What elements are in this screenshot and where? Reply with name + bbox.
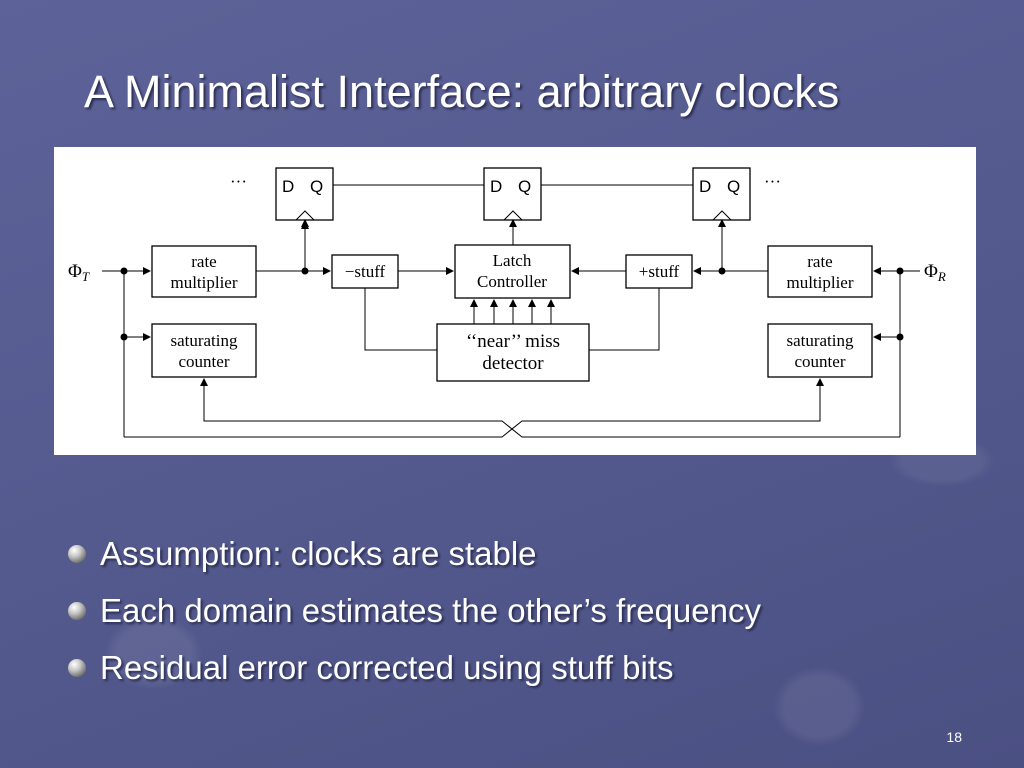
- left-saturating-counter-line1: saturating: [170, 331, 238, 350]
- bullet-text: Residual error corrected using stuff bit…: [100, 648, 674, 686]
- flip-flop-left-q: Q: [310, 177, 323, 196]
- right-rate-multiplier: [767, 245, 873, 298]
- flip-flop-middle-d: D: [490, 177, 502, 196]
- latch-controller-line2: Controller: [477, 272, 547, 291]
- ellipsis-right: ···: [764, 172, 781, 191]
- latch-controller-line1: Latch: [493, 251, 532, 270]
- latch-controller: [454, 244, 571, 299]
- bullet-text: Each domain estimates the other’s freque…: [100, 591, 761, 629]
- sphere-bullet-icon: [68, 544, 86, 563]
- sphere-bullet-icon: [68, 601, 86, 620]
- plus-stuff-label: +stuff: [639, 262, 680, 281]
- bullet-item: Assumption: clocks are stable: [68, 525, 761, 582]
- bullet-list: Assumption: clocks are stable Each domai…: [68, 525, 761, 696]
- left-rate-multiplier-line1: rate: [191, 252, 216, 271]
- right-rate-multiplier-line1: rate: [807, 252, 832, 271]
- left-saturating-counter: [151, 323, 257, 378]
- phi-t-label: ΦT: [68, 261, 90, 284]
- flip-flop-left: D Q: [275, 167, 334, 221]
- bullet-item: Each domain estimates the other’s freque…: [68, 582, 761, 639]
- slide-number: 18: [946, 729, 962, 745]
- ellipsis-left: ···: [230, 172, 247, 191]
- right-saturating-counter-line2: counter: [795, 352, 846, 371]
- flip-flop-middle-q: Q: [518, 177, 531, 196]
- right-rate-multiplier-line2: multiplier: [786, 273, 853, 292]
- bullet-item: Residual error corrected using stuff bit…: [68, 639, 761, 696]
- slide-title: A Minimalist Interface: arbitrary clocks: [84, 66, 840, 117]
- bullet-text: Assumption: clocks are stable: [100, 534, 537, 572]
- right-saturating-counter: [767, 323, 873, 378]
- near-miss-detector-line2: detector: [482, 353, 544, 374]
- left-saturating-counter-line2: counter: [179, 352, 230, 371]
- phi-r-label: ΦR: [924, 261, 946, 284]
- flip-flop-left-d: D: [282, 177, 294, 196]
- minus-stuff-label: −stuff: [345, 262, 386, 281]
- flip-flop-right: D Q: [692, 167, 751, 221]
- right-saturating-counter-line1: saturating: [786, 331, 854, 350]
- minus-stuff-block: [331, 254, 399, 289]
- left-rate-multiplier-line2: multiplier: [170, 273, 237, 292]
- flip-flop-middle: D Q: [483, 167, 542, 221]
- sphere-bullet-icon: [68, 658, 86, 677]
- near-miss-detector-line1: ‘‘near’’ miss: [466, 331, 560, 352]
- flip-flop-right-d: D: [699, 177, 711, 196]
- flip-flop-right-q: Q: [727, 177, 740, 196]
- near-miss-detector: [436, 323, 590, 382]
- clock-interface-diagram: D Q D Q D Q ··· ··· ΦT: [54, 147, 976, 455]
